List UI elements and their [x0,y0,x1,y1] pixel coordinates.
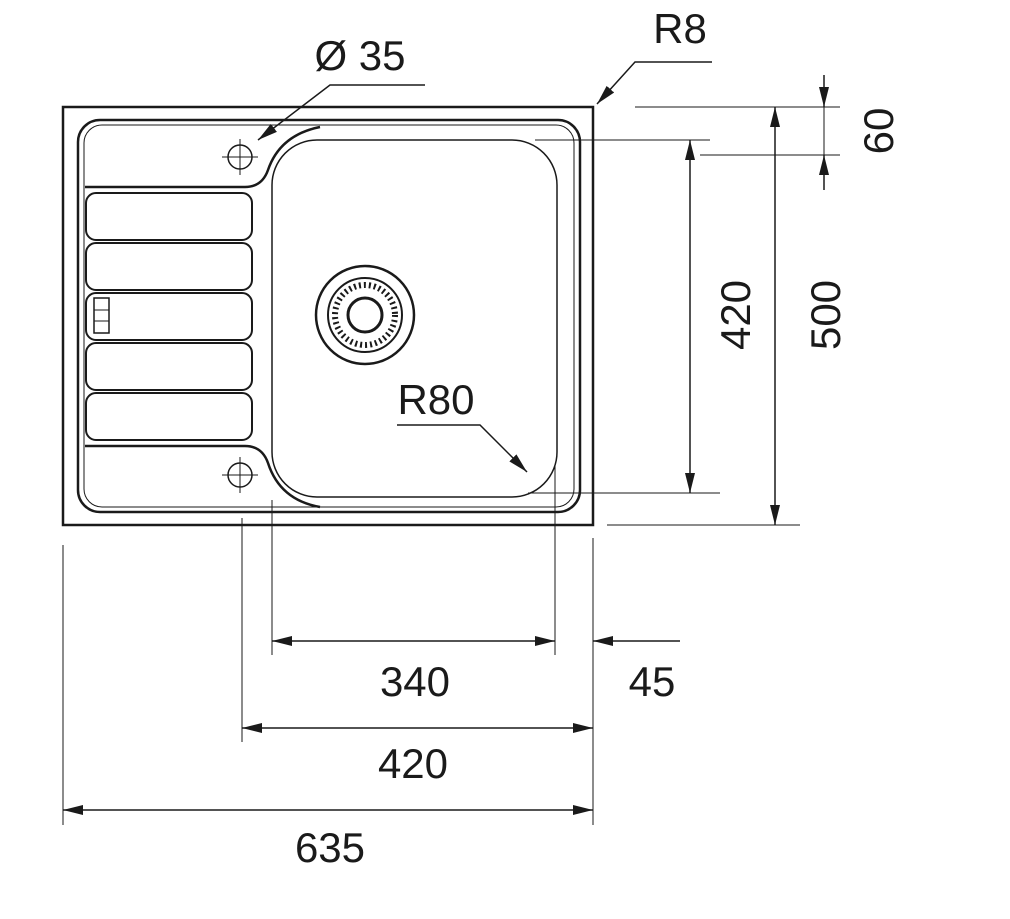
dim-overall-depth: 500 [607,107,849,526]
dim-outer-radius: R8 [596,5,712,105]
dim-tap-hole: Ø 35 [257,32,425,141]
dim-bowl-width: 340 [271,465,556,705]
dim-bowl-depth: 420 [528,139,759,494]
tap-holes [222,139,258,493]
dim-outer-radius-label: R8 [653,5,707,52]
dim-overall-width-label: 635 [295,824,365,871]
dim-tap-hole-label: Ø 35 [314,32,405,79]
dim-cutout-width-label: 420 [378,740,448,787]
dim-overall-depth-label: 500 [802,280,849,350]
dim-rim-offset-label: 60 [855,108,902,155]
dim-rim-offset: 60 [635,75,902,190]
dim-bowl-depth-label: 420 [712,280,759,350]
dim-cutout-width: 420 [241,518,594,825]
dim-bowl-width-label: 340 [380,658,450,705]
dim-overall-width: 635 [62,545,593,871]
dim-bowl-radius-label: R80 [397,376,474,423]
bowl [271,139,558,498]
strainer-icon [314,264,416,366]
dim-bowl-edge-offset-label: 45 [629,658,676,705]
dim-bowl-radius: R80 [397,376,528,473]
dim-bowl-edge-offset: 45 [593,636,680,705]
sink-outline [61,105,595,527]
drainer-grooves [85,192,253,441]
